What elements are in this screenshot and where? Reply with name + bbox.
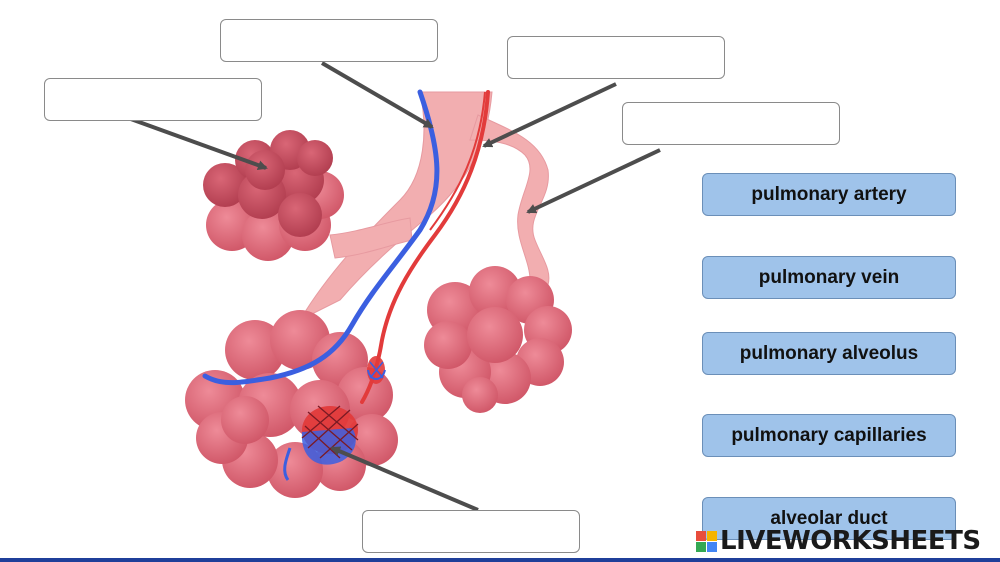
word-tile-alveolar-duct[interactable]: alveolar duct	[702, 497, 956, 540]
liveworksheets-logo: LIVEWORKSHEETS	[696, 526, 981, 556]
arrow-to-vein	[320, 61, 434, 129]
pointer-arrows	[127, 61, 661, 512]
word-tile-pulmonary-artery[interactable]: pulmonary artery	[702, 173, 956, 216]
alveolar-duct	[298, 91, 550, 322]
answer-box-5[interactable]	[362, 510, 580, 553]
bottom-bar	[0, 558, 1000, 562]
arrow-to-artery	[482, 82, 617, 148]
alveolar-sac-top-left	[203, 130, 344, 261]
capillary-network	[283, 405, 359, 481]
answer-box-4[interactable]	[622, 102, 840, 145]
word-tile-pulmonary-capillaries[interactable]: pulmonary capillaries	[702, 414, 956, 457]
word-tile-pulmonary-alveolus[interactable]: pulmonary alveolus	[702, 332, 956, 375]
logo-cubes-icon	[696, 530, 717, 552]
answer-box-1[interactable]	[44, 78, 262, 121]
pulmonary-vein-vessel	[202, 89, 440, 386]
arrow-to-alveolus	[127, 116, 268, 170]
small-capillary-net	[367, 356, 386, 384]
alveolar-sac-bottom	[185, 310, 398, 498]
arrow-to-duct	[526, 148, 661, 214]
arrow-to-capillaries	[330, 446, 479, 512]
logo-text: LIVEWORKSHEETS	[720, 526, 981, 556]
answer-box-3[interactable]	[507, 36, 725, 79]
alveolar-sac-right	[424, 266, 572, 413]
word-tile-pulmonary-vein[interactable]: pulmonary vein	[702, 256, 956, 299]
answer-box-2[interactable]	[220, 19, 438, 62]
